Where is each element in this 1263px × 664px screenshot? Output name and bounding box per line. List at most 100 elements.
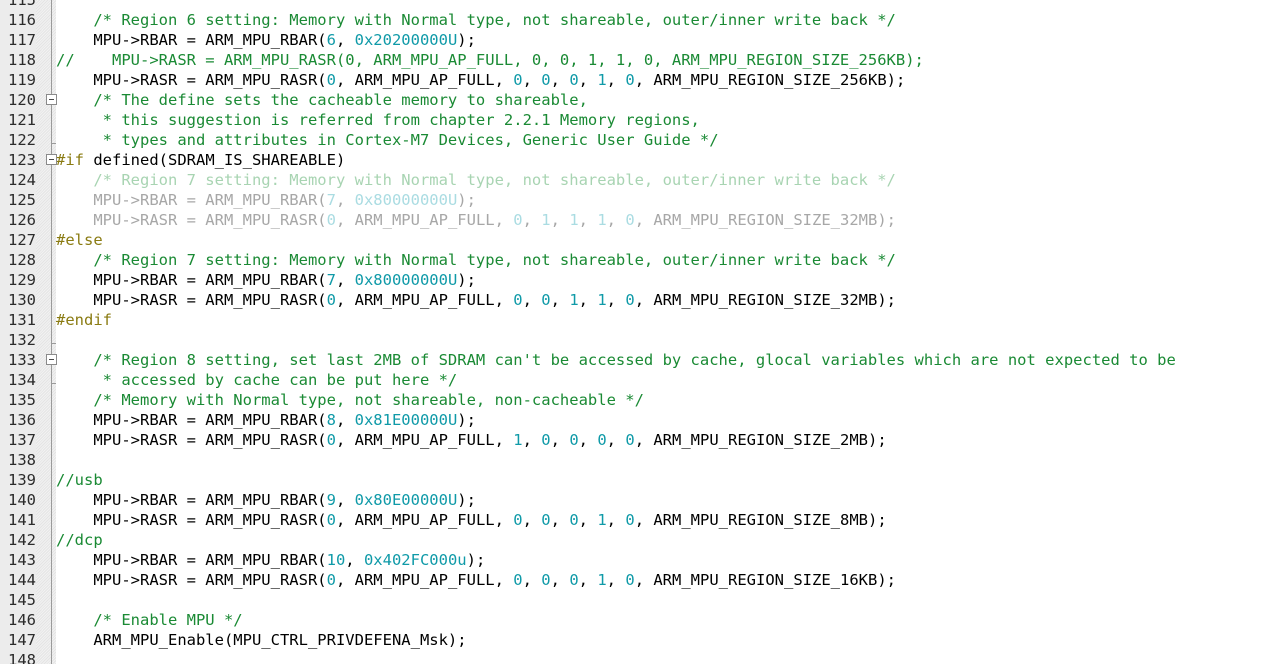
code-line-text[interactable]: MPU->RASR = ARM_MPU_RASR(0, ARM_MPU_AP_F… bbox=[56, 290, 896, 310]
code-line[interactable]: 140 MPU->RBAR = ARM_MPU_RBAR(9, 0x80E000… bbox=[0, 490, 1263, 510]
fold-gutter-cell[interactable] bbox=[36, 110, 56, 130]
fold-gutter-cell[interactable] bbox=[36, 490, 56, 510]
code-line[interactable]: 145 bbox=[0, 590, 1263, 610]
code-line-text[interactable]: #if defined(SDRAM_IS_SHAREABLE) bbox=[56, 150, 345, 170]
fold-gutter-cell[interactable] bbox=[36, 230, 56, 250]
code-line-text[interactable]: MPU->RASR = ARM_MPU_RASR(0, ARM_MPU_AP_F… bbox=[56, 210, 896, 230]
code-line[interactable]: 115 bbox=[0, 0, 1263, 10]
code-line[interactable]: 138 bbox=[0, 450, 1263, 470]
fold-gutter-cell[interactable] bbox=[36, 310, 56, 330]
code-line-text[interactable]: #endif bbox=[56, 310, 112, 330]
code-line[interactable]: 119 MPU->RASR = ARM_MPU_RASR(0, ARM_MPU_… bbox=[0, 70, 1263, 90]
code-line-text[interactable]: /* Region 7 setting: Memory with Normal … bbox=[56, 170, 896, 190]
fold-gutter-cell[interactable] bbox=[36, 510, 56, 530]
fold-gutter-cell[interactable] bbox=[36, 270, 56, 290]
code-line[interactable]: 148 bbox=[0, 650, 1263, 664]
code-line-text[interactable]: MPU->RBAR = ARM_MPU_RBAR(7, 0x80000000U)… bbox=[56, 190, 476, 210]
code-line[interactable]: 121 * this suggestion is referred from c… bbox=[0, 110, 1263, 130]
code-line[interactable]: 135 /* Memory with Normal type, not shar… bbox=[0, 390, 1263, 410]
code-line[interactable]: 133 /* Region 8 setting, set last 2MB of… bbox=[0, 350, 1263, 370]
code-line[interactable]: 141 MPU->RASR = ARM_MPU_RASR(0, ARM_MPU_… bbox=[0, 510, 1263, 530]
fold-gutter-cell[interactable] bbox=[36, 630, 56, 650]
fold-gutter-cell[interactable] bbox=[36, 90, 57, 110]
code-line-text[interactable]: * accessed by cache can be put here */ bbox=[56, 370, 458, 390]
code-line-text[interactable]: MPU->RASR = ARM_MPU_RASR(0, ARM_MPU_AP_F… bbox=[56, 570, 896, 590]
fold-gutter-cell[interactable] bbox=[36, 610, 56, 630]
fold-gutter-cell[interactable] bbox=[36, 410, 56, 430]
code-line[interactable]: 142//dcp bbox=[0, 530, 1263, 550]
fold-gutter-cell[interactable] bbox=[36, 390, 56, 410]
fold-gutter-cell[interactable] bbox=[36, 650, 56, 664]
fold-gutter-cell[interactable] bbox=[36, 70, 56, 90]
code-line[interactable]: 129 MPU->RBAR = ARM_MPU_RBAR(7, 0x800000… bbox=[0, 270, 1263, 290]
code-line[interactable]: 131#endif bbox=[0, 310, 1263, 330]
code-line-text[interactable]: /* Region 6 setting: Memory with Normal … bbox=[56, 10, 896, 30]
code-line-text[interactable]: MPU->RASR = ARM_MPU_RASR(0, ARM_MPU_AP_F… bbox=[56, 510, 886, 530]
code-line-text[interactable]: /* Region 8 setting, set last 2MB of SDR… bbox=[56, 350, 1176, 370]
code-line-text[interactable]: ARM_MPU_Enable(MPU_CTRL_PRIVDEFENA_Msk); bbox=[56, 630, 466, 650]
fold-gutter-cell[interactable] bbox=[36, 150, 57, 170]
fold-gutter-cell[interactable] bbox=[36, 330, 56, 350]
code-line[interactable]: 143 MPU->RBAR = ARM_MPU_RBAR(10, 0x402FC… bbox=[0, 550, 1263, 570]
code-line-text[interactable]: MPU->RBAR = ARM_MPU_RBAR(6, 0x20200000U)… bbox=[56, 30, 476, 50]
fold-gutter-cell[interactable] bbox=[36, 430, 56, 450]
code-line[interactable]: 132 bbox=[0, 330, 1263, 350]
code-line-text[interactable]: /* Enable MPU */ bbox=[56, 610, 242, 630]
code-line-text[interactable]: MPU->RBAR = ARM_MPU_RBAR(7, 0x80000000U)… bbox=[56, 270, 476, 290]
code-line[interactable]: 136 MPU->RBAR = ARM_MPU_RBAR(8, 0x81E000… bbox=[0, 410, 1263, 430]
fold-gutter-cell[interactable] bbox=[36, 470, 56, 490]
code-line[interactable]: 117 MPU->RBAR = ARM_MPU_RBAR(6, 0x202000… bbox=[0, 30, 1263, 50]
fold-collapse-icon[interactable] bbox=[46, 154, 57, 165]
fold-gutter-cell[interactable] bbox=[36, 0, 56, 10]
code-line-text[interactable]: /* Region 7 setting: Memory with Normal … bbox=[56, 250, 896, 270]
code-line[interactable]: 125 MPU->RBAR = ARM_MPU_RBAR(7, 0x800000… bbox=[0, 190, 1263, 210]
fold-gutter-cell[interactable] bbox=[36, 350, 57, 370]
code-line-text[interactable]: /* The define sets the cacheable memory … bbox=[56, 90, 588, 110]
code-line-text[interactable]: #else bbox=[56, 230, 103, 250]
code-line-text[interactable]: MPU->RBAR = ARM_MPU_RBAR(9, 0x80E00000U)… bbox=[56, 490, 476, 510]
code-line[interactable]: 137 MPU->RASR = ARM_MPU_RASR(0, ARM_MPU_… bbox=[0, 430, 1263, 450]
code-line[interactable]: 144 MPU->RASR = ARM_MPU_RASR(0, ARM_MPU_… bbox=[0, 570, 1263, 590]
fold-collapse-icon[interactable] bbox=[46, 354, 57, 365]
code-line[interactable]: 126 MPU->RASR = ARM_MPU_RASR(0, ARM_MPU_… bbox=[0, 210, 1263, 230]
code-line[interactable]: 124 /* Region 7 setting: Memory with Nor… bbox=[0, 170, 1263, 190]
fold-gutter-cell[interactable] bbox=[36, 530, 56, 550]
code-line-text[interactable]: // MPU->RASR = ARM_MPU_RASR(0, ARM_MPU_A… bbox=[56, 50, 924, 70]
fold-gutter-cell[interactable] bbox=[36, 210, 56, 230]
code-line[interactable]: 122 * types and attributes in Cortex-M7 … bbox=[0, 130, 1263, 150]
fold-collapse-icon[interactable] bbox=[46, 94, 57, 105]
code-line[interactable]: 139//usb bbox=[0, 470, 1263, 490]
fold-gutter-cell[interactable] bbox=[36, 30, 56, 50]
fold-gutter-cell[interactable] bbox=[36, 550, 56, 570]
fold-gutter-cell[interactable] bbox=[36, 570, 56, 590]
code-line-text[interactable]: MPU->RASR = ARM_MPU_RASR(0, ARM_MPU_AP_F… bbox=[56, 430, 886, 450]
code-line[interactable]: 146 /* Enable MPU */ bbox=[0, 610, 1263, 630]
code-line-text[interactable]: //usb bbox=[56, 470, 103, 490]
code-line[interactable]: 130 MPU->RASR = ARM_MPU_RASR(0, ARM_MPU_… bbox=[0, 290, 1263, 310]
fold-gutter-cell[interactable] bbox=[36, 250, 56, 270]
code-line[interactable]: 134 * accessed by cache can be put here … bbox=[0, 370, 1263, 390]
fold-gutter-cell[interactable] bbox=[36, 290, 56, 310]
code-line[interactable]: 147 ARM_MPU_Enable(MPU_CTRL_PRIVDEFENA_M… bbox=[0, 630, 1263, 650]
code-line[interactable]: 128 /* Region 7 setting: Memory with Nor… bbox=[0, 250, 1263, 270]
code-line-text[interactable]: MPU->RBAR = ARM_MPU_RBAR(10, 0x402FC000u… bbox=[56, 550, 485, 570]
fold-gutter-cell[interactable] bbox=[36, 50, 56, 70]
fold-gutter-cell[interactable] bbox=[36, 10, 56, 30]
fold-gutter-cell[interactable] bbox=[36, 170, 56, 190]
fold-gutter-cell[interactable] bbox=[36, 450, 56, 470]
fold-gutter-cell[interactable] bbox=[36, 590, 56, 610]
code-line[interactable]: 116 /* Region 6 setting: Memory with Nor… bbox=[0, 10, 1263, 30]
fold-gutter-cell[interactable] bbox=[36, 190, 56, 210]
code-line-text[interactable]: * types and attributes in Cortex-M7 Devi… bbox=[56, 130, 719, 150]
code-line[interactable]: 118// MPU->RASR = ARM_MPU_RASR(0, ARM_MP… bbox=[0, 50, 1263, 70]
code-line[interactable]: 120 /* The define sets the cacheable mem… bbox=[0, 90, 1263, 110]
code-line[interactable]: 127#else bbox=[0, 230, 1263, 250]
code-line-text[interactable]: MPU->RBAR = ARM_MPU_RBAR(8, 0x81E00000U)… bbox=[56, 410, 476, 430]
code-line-text[interactable]: MPU->RASR = ARM_MPU_RASR(0, ARM_MPU_AP_F… bbox=[56, 70, 905, 90]
code-line[interactable]: 123#if defined(SDRAM_IS_SHAREABLE) bbox=[0, 150, 1263, 170]
code-line-text[interactable]: * this suggestion is referred from chapt… bbox=[56, 110, 700, 130]
fold-gutter-cell[interactable] bbox=[36, 370, 56, 390]
fold-gutter-cell[interactable] bbox=[36, 130, 56, 150]
